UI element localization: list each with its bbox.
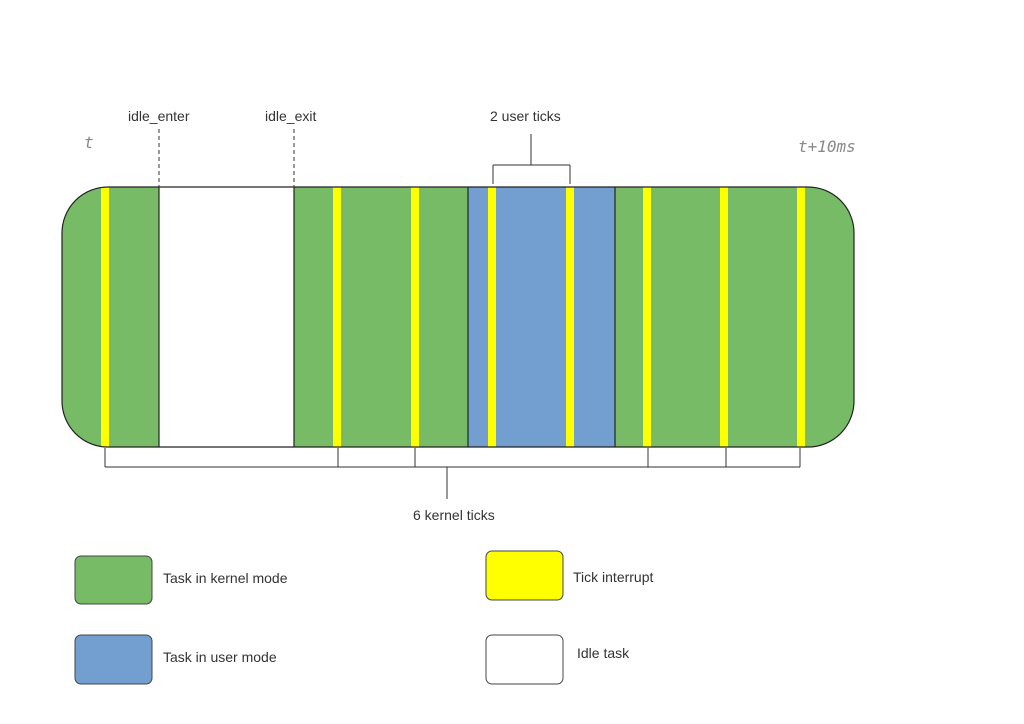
legend-swatch-kernel — [74, 555, 153, 605]
tick-interrupt — [488, 187, 496, 447]
idle-enter-label: idle_enter — [128, 108, 190, 124]
timeline-bar — [62, 187, 854, 447]
legend-label-tick: Tick interrupt — [573, 569, 654, 585]
time-end-label: t+10ms — [798, 137, 856, 156]
tick-interrupt — [643, 187, 651, 447]
tick-interrupt — [101, 187, 109, 447]
timeline-outline — [61, 186, 855, 448]
idle-exit-label: idle_exit — [265, 108, 316, 124]
tick-interrupt — [566, 187, 574, 447]
legend-label-user: Task in user mode — [163, 649, 277, 665]
legend-swatch-idle — [485, 634, 564, 685]
idle-segment — [159, 187, 294, 447]
kernel-ticks-bracket — [104, 448, 801, 499]
legend-swatch-tick — [485, 550, 564, 601]
legend-label-kernel: Task in kernel mode — [163, 570, 288, 586]
time-start-label: t — [84, 133, 94, 152]
legend: Task in kernel mode Task in user mode Ti… — [74, 550, 654, 685]
user-ticks-bracket — [492, 134, 571, 184]
kernel-ticks-label: 6 kernel ticks — [413, 507, 495, 523]
tick-interrupt — [720, 187, 728, 447]
tick-interrupt — [797, 187, 805, 447]
tick-interrupt — [411, 187, 419, 447]
legend-swatch-user — [74, 634, 153, 685]
tick-interrupt — [333, 187, 341, 447]
user-ticks-label: 2 user ticks — [490, 108, 561, 124]
legend-label-idle: Idle task — [577, 645, 630, 661]
